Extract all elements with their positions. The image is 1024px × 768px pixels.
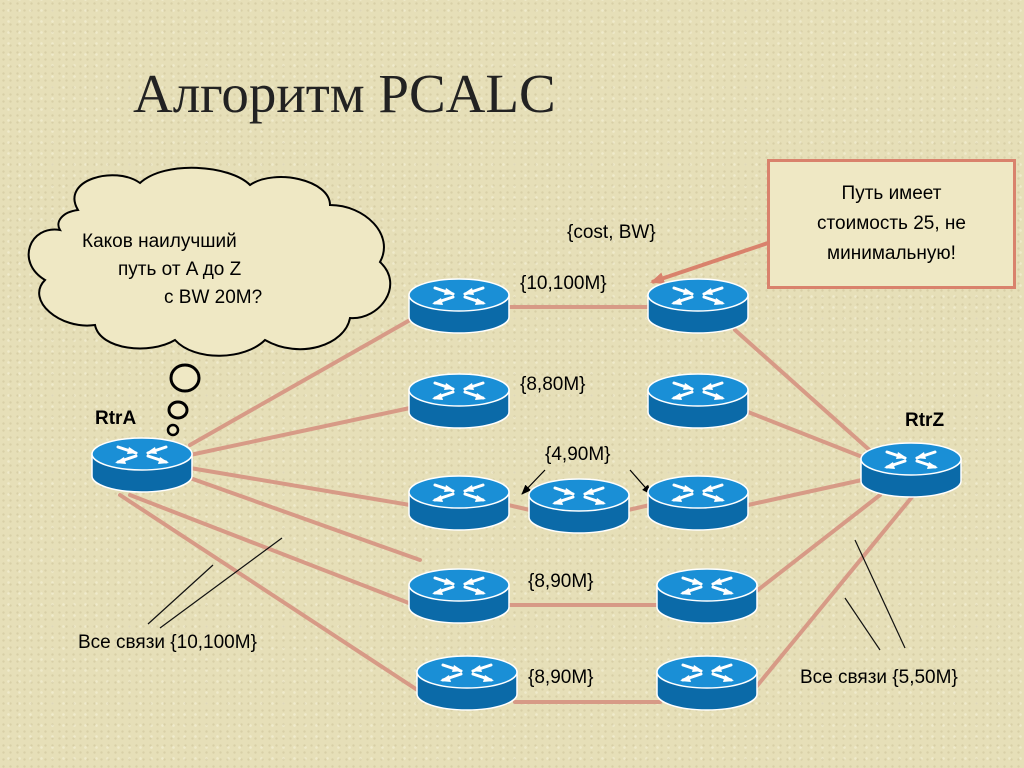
router-r1a xyxy=(408,278,510,334)
link-label-row1: {10,100M} xyxy=(520,273,607,294)
slide-title: Алгоритм PCALC xyxy=(133,63,556,124)
link-r3c-rtrz xyxy=(746,478,864,507)
router-rtra xyxy=(91,437,193,493)
note-left: Все связи {10,100M} xyxy=(78,632,257,653)
callout-arrow xyxy=(650,241,769,284)
leader-right-1 xyxy=(854,539,906,649)
thought-cloud-text: Каков наилучший путь от A до Z с BW 20M? xyxy=(82,228,322,312)
router-arrowheads-icon xyxy=(680,665,734,682)
router-arrowheads-icon xyxy=(432,485,486,502)
callout-text: Путь имеет стоимость 25, не минимальную! xyxy=(817,179,966,269)
router-r2a xyxy=(408,373,510,429)
cloud-line-1: Каков наилучший xyxy=(82,231,237,252)
pointer-arrow-right xyxy=(629,469,652,495)
leader-left-2 xyxy=(159,537,283,629)
node-label-rtra: RtrA xyxy=(95,408,137,429)
router-r2b xyxy=(647,373,749,429)
router-arrowheads-icon xyxy=(432,288,486,305)
callout-box: Путь имеет стоимость 25, не минимальную! xyxy=(767,159,1016,289)
router-arrowheads-icon xyxy=(432,578,486,595)
callout-line-3: минимальную! xyxy=(827,243,956,264)
router-rtrz xyxy=(860,442,962,498)
thought-bubble-medium xyxy=(167,400,189,420)
link-r1b-rtrz xyxy=(733,328,877,457)
callout-line-1: Путь имеет xyxy=(841,183,942,204)
link-r5b-rtrz xyxy=(750,495,914,694)
link-r3a-r3b xyxy=(506,503,532,512)
link-rtra-r3a xyxy=(188,466,412,507)
link-r2b-rtrz xyxy=(746,410,872,462)
link-r4b-rtrz xyxy=(743,493,882,602)
pointer-arrow-left xyxy=(521,469,546,495)
link-label-row3: {4,90M} xyxy=(545,444,611,465)
link-label-row5: {8,90M} xyxy=(528,667,594,688)
link-rtra-r4b xyxy=(128,493,434,614)
router-arrowheads-icon xyxy=(432,383,486,400)
leader-left-1 xyxy=(147,564,214,625)
link-label-row2: {8,80M} xyxy=(520,374,586,395)
router-r4b xyxy=(656,568,758,624)
router-arrowheads-icon xyxy=(680,578,734,595)
cloud-line-3: с BW 20M? xyxy=(164,287,263,308)
link-label-row4: {8,90M} xyxy=(528,571,594,592)
router-arrowheads-icon xyxy=(884,452,938,469)
thought-cloud xyxy=(27,166,392,357)
note-leaders xyxy=(147,537,906,651)
leader-right-2 xyxy=(844,597,881,651)
router-arrowheads-icon xyxy=(552,488,606,505)
router-arrowheads-icon xyxy=(671,383,725,400)
link-rtra-r2a xyxy=(188,406,412,457)
thought-bubble-large xyxy=(169,363,201,393)
router-arrowheads-icon xyxy=(671,485,725,502)
note-right: Все связи {5,50M} xyxy=(800,667,958,688)
router-arrowheads-icon xyxy=(671,288,725,305)
link-rtra-r4a xyxy=(188,476,422,562)
router-r3c xyxy=(647,475,749,531)
router-r5b xyxy=(656,655,758,711)
links xyxy=(118,305,914,704)
router-arrowheads-icon xyxy=(440,665,494,682)
router-r3a xyxy=(408,475,510,531)
router-r4a xyxy=(408,568,510,624)
node-label-rtrz: RtrZ xyxy=(905,410,945,431)
cloud-line-2: путь от A до Z xyxy=(118,259,242,280)
callout-line-2: стоимость 25, не xyxy=(817,213,966,234)
router-r1b xyxy=(647,278,749,334)
legend-label: {cost, BW} xyxy=(567,222,656,243)
router-r5a xyxy=(416,655,518,711)
thought-bubble-small xyxy=(166,423,180,437)
link-rtra-r5a xyxy=(118,493,427,697)
link-rtra-r1a xyxy=(188,318,412,447)
router-arrowheads-icon xyxy=(115,447,169,464)
routers xyxy=(91,278,962,711)
link-r3b-r3c xyxy=(626,503,652,512)
router-r3b xyxy=(528,478,630,534)
